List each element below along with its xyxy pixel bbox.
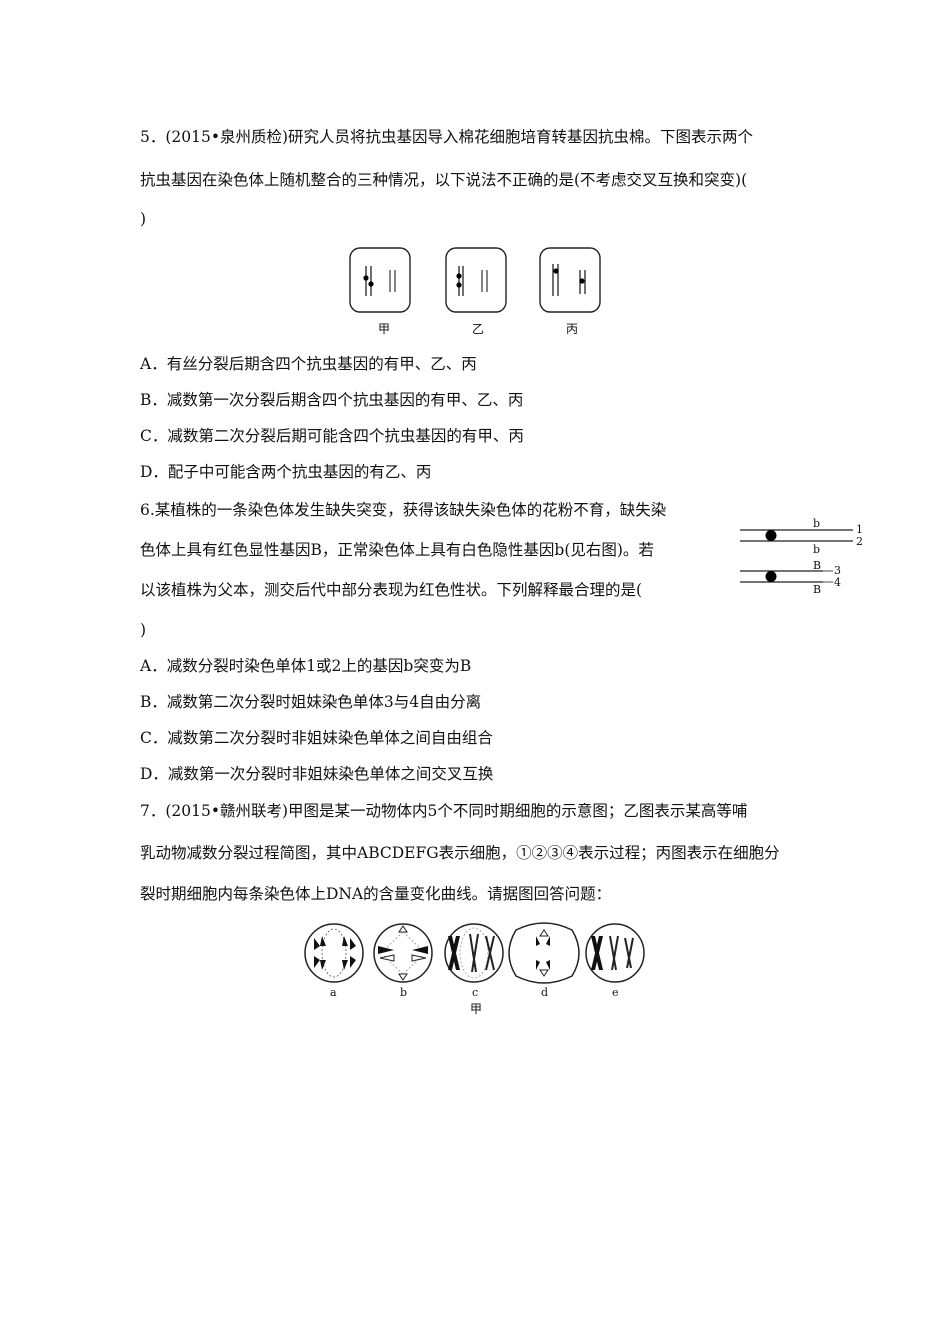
q7-line-2: 乳动物减数分裂过程简图，其中ABCDEFG表示细胞，①②③④表示过程；丙图表示在… — [140, 844, 780, 862]
q6-line-2: 色体上具有红色显性基因B，正常染色体上具有白色隐性基因b(见右图)。若 — [140, 541, 654, 559]
q7-line-3: 裂时期细胞内每条染色体上DNA的含量变化曲线。请据图回答问题： — [140, 885, 612, 903]
q5-line-3: ) — [140, 210, 147, 228]
cell-label-e: e — [612, 986, 619, 999]
q6-option-a: A．减数分裂时染色单体1或2上的基因b突变为B — [140, 657, 472, 675]
chromatid-label-4: 4 — [834, 576, 841, 589]
chromatid-label-1: 1 — [856, 523, 863, 536]
q5-option-c: C．减数第二次分裂后期可能含四个抗虫基因的有甲、丙 — [140, 427, 524, 445]
gene-B-bottom: B — [813, 583, 822, 596]
chromatid-label-2: 2 — [856, 535, 863, 548]
q6-line-4: ) — [140, 621, 147, 639]
q7-line-1: 7．(2015•赣州联考)甲图是某一动物体内5个不同时期细胞的示意图；乙图表示某… — [140, 802, 748, 820]
q5-option-a: A．有丝分裂后期含四个抗虫基因的有甲、乙、丙 — [140, 355, 477, 373]
q6-option-b: B．减数第二次分裂时姐妹染色单体3与4自由分离 — [140, 693, 482, 711]
cell-a — [304, 923, 364, 983]
chromatid-label-3: 3 — [834, 564, 841, 577]
cell-yi — [445, 247, 507, 313]
q5-line-2: 抗虫基因在染色体上随机整合的三种情况，以下说法不正确的是(不考虑交叉互换和突变)… — [140, 171, 748, 189]
gene-B-top: B — [813, 559, 822, 572]
cell-bing — [539, 247, 601, 313]
cell-e — [585, 923, 645, 983]
q6-line-3: 以该植株为父本，测交后代中部分表现为红色性状。下列解释最合理的是( — [140, 581, 643, 599]
cell-label-b: b — [400, 986, 408, 999]
caption-bing: 丙 — [565, 322, 578, 336]
cell-label-d: d — [541, 986, 549, 999]
q5-option-d: D．配子中可能含两个抗虫基因的有乙、丙 — [140, 463, 432, 481]
cell-c — [444, 923, 504, 983]
q5-option-b: B．减数第一次分裂后期含四个抗虫基因的有甲、乙、丙 — [140, 391, 524, 409]
cell-d — [508, 922, 580, 984]
caption-jia: 甲 — [377, 322, 390, 336]
cell-label-c: c — [472, 986, 479, 999]
q6-option-d: D．减数第一次分裂时非姐妹染色单体之间交叉互换 — [140, 765, 494, 783]
cell-jia — [349, 247, 411, 313]
q6-chromosome-figure — [740, 529, 853, 583]
cell-label-a: a — [330, 986, 337, 999]
caption-yi: 乙 — [471, 322, 484, 336]
figure-caption-jia: 甲 — [470, 1002, 483, 1016]
gene-b-top: b — [813, 517, 821, 530]
cell-b — [373, 923, 433, 983]
q5-line-1: 5．(2015•泉州质检)研究人员将抗虫基因导入棉花细胞培育转基因抗虫棉。下图表… — [140, 128, 754, 146]
q7-cell-figure — [304, 922, 645, 984]
q6-option-c: C．减数第二次分裂时非姐妹染色单体之间自由组合 — [140, 729, 493, 747]
gene-b-bottom: b — [813, 543, 821, 556]
q6-line-1: 6.某植株的一条染色体发生缺失突变，获得该缺失染色体的花粉不育，缺失染 — [140, 501, 667, 519]
q5-figure — [349, 247, 601, 313]
